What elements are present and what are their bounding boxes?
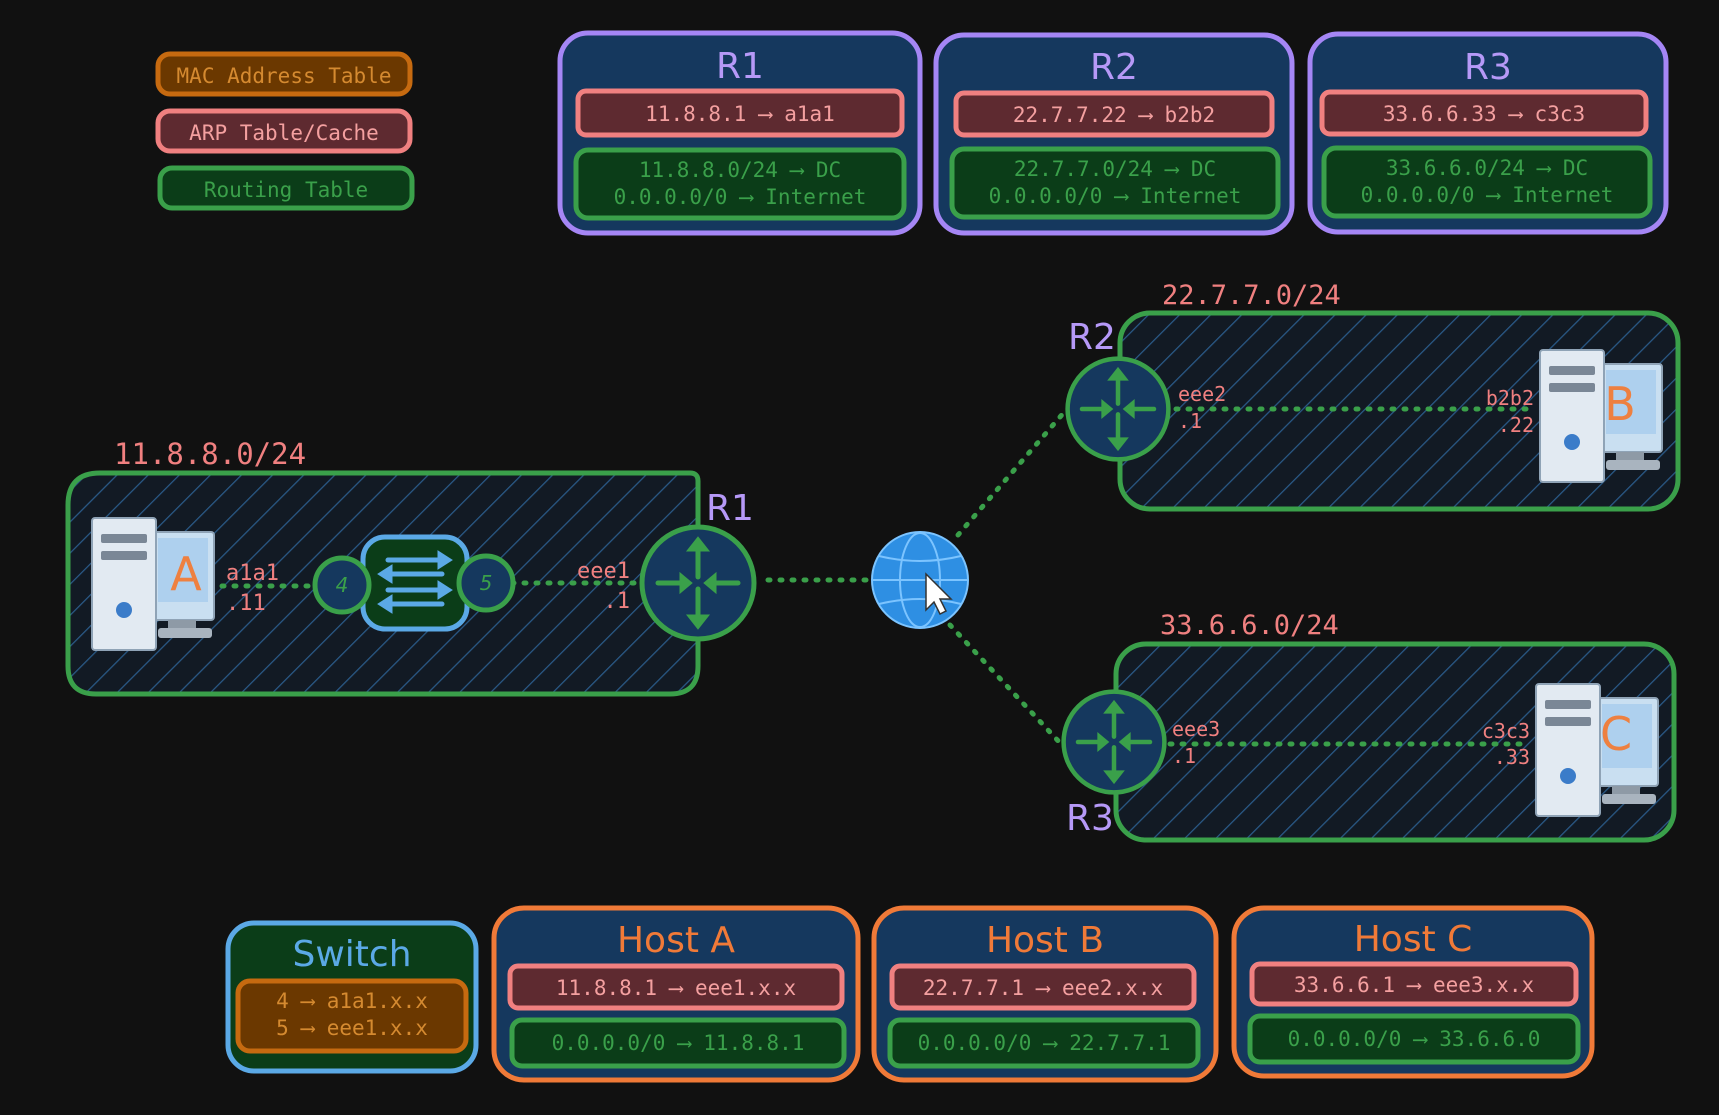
legend-routing-box bbox=[157, 165, 415, 211]
switch-port-label: 4 bbox=[336, 573, 349, 597]
router-r3-label: R3 bbox=[1066, 798, 1114, 839]
legend: MAC Address Table ARP Table/Cache Routin… bbox=[155, 51, 415, 211]
host-table-c: Host C 33.6.6.1 ⟶ eee3.x.x 0.0.0.0/0 ⟶ 3… bbox=[1231, 905, 1595, 1079]
mac-entry: 5 ⟶ eee1.x.x bbox=[276, 1016, 428, 1040]
host-table-title: Host C bbox=[1354, 919, 1473, 960]
r3-mac-label: eee3 bbox=[1172, 717, 1220, 741]
switch-port-4 bbox=[312, 555, 372, 615]
subnet-b: 22.7.7.0/24 bbox=[1117, 280, 1681, 512]
router-r1-label: R1 bbox=[706, 488, 754, 529]
route-entry: 33.6.6.0/24 ⟶ DC bbox=[1386, 156, 1588, 180]
switch-table: Switch 4 ⟶ a1a1.x.x 5 ⟶ eee1.x.x bbox=[225, 920, 479, 1074]
arp-table bbox=[1249, 961, 1579, 1007]
host-table-a: Host A 11.8.8.1 ⟶ eee1.x.x 0.0.0.0/0 ⟶ 1… bbox=[491, 905, 861, 1083]
host-table-title: Host A bbox=[617, 920, 735, 961]
switch-port-label: 5 bbox=[480, 571, 493, 595]
router-table-title: R2 bbox=[1090, 47, 1138, 88]
arp-entry: 33.6.6.33 ⟶ c3c3 bbox=[1383, 102, 1585, 126]
links bbox=[219, 406, 1539, 748]
host-a-ip-label: .11 bbox=[226, 591, 266, 616]
host-a-mac-label: a1a1 bbox=[226, 561, 279, 586]
router-table-r2: R2 22.7.7.22 ⟶ b2b2 22.7.7.0/24 ⟶ DC 0.0… bbox=[933, 32, 1295, 236]
route-entry: 0.0.0.0/0 ⟶ Internet bbox=[614, 185, 867, 209]
arp-table bbox=[575, 88, 905, 138]
routing-table bbox=[509, 1017, 847, 1069]
route-entry: 0.0.0.0/0 ⟶ Internet bbox=[989, 184, 1242, 208]
route-entry: 0.0.0.0/0 ⟶ 11.8.8.1 bbox=[552, 1031, 805, 1055]
host-b-ip-label: .22 bbox=[1498, 413, 1534, 437]
arp-entry: 11.8.8.1 ⟶ eee1.x.x bbox=[556, 976, 796, 1000]
router-table-title: R1 bbox=[716, 46, 764, 87]
r3-ip-label: .1 bbox=[1172, 744, 1196, 768]
legend-mac-label: MAC Address Table bbox=[177, 64, 392, 88]
arp-table bbox=[889, 963, 1197, 1011]
arp-entry: 11.8.8.1 ⟶ a1a1 bbox=[645, 102, 835, 126]
router-table-r3: R3 33.6.6.33 ⟶ c3c3 33.6.6.0/24 ⟶ DC 0.0… bbox=[1307, 31, 1669, 235]
arp-table bbox=[953, 90, 1275, 138]
route-entry: 0.0.0.0/0 ⟶ 22.7.7.1 bbox=[918, 1031, 1171, 1055]
routing-table bbox=[949, 146, 1281, 220]
legend-arp-label: ARP Table/Cache bbox=[189, 121, 379, 145]
r1-ip-label: .1 bbox=[604, 589, 631, 614]
router-table-title: R3 bbox=[1464, 47, 1512, 88]
arp-entry: 22.7.7.22 ⟶ b2b2 bbox=[1013, 103, 1215, 127]
r1-mac-label: eee1 bbox=[577, 559, 630, 584]
host-c-letter: C bbox=[1600, 707, 1632, 761]
arp-entry: 22.7.7.1 ⟶ eee2.x.x bbox=[923, 976, 1163, 1000]
mac-table bbox=[235, 978, 469, 1054]
router-r1-icon bbox=[642, 527, 754, 639]
route-entry: 22.7.7.0/24 ⟶ DC bbox=[1014, 157, 1216, 181]
subnet-label: 33.6.6.0/24 bbox=[1160, 610, 1339, 641]
cursor-icon bbox=[925, 572, 953, 616]
host-b-computer-icon bbox=[1539, 349, 1663, 483]
link-internet-r2 bbox=[955, 407, 1069, 538]
globe-icon bbox=[871, 531, 969, 629]
routing-table bbox=[887, 1017, 1201, 1069]
legend-routing-label: Routing Table bbox=[204, 178, 368, 202]
subnet-label: 22.7.7.0/24 bbox=[1162, 280, 1341, 311]
routing-table bbox=[1321, 145, 1653, 219]
routing-table bbox=[573, 147, 907, 221]
host-c-computer-icon bbox=[1535, 683, 1659, 817]
legend-arp-box bbox=[155, 108, 413, 154]
mac-entry: 4 ⟶ a1a1.x.x bbox=[276, 989, 428, 1013]
switch-port-5 bbox=[456, 553, 516, 613]
legend-mac-box bbox=[155, 51, 413, 97]
host-c-mac-label: c3c3 bbox=[1482, 719, 1530, 743]
host-b-mac-label: b2b2 bbox=[1486, 386, 1534, 410]
host-b-letter: B bbox=[1604, 377, 1636, 431]
host-a-letter: A bbox=[170, 547, 202, 601]
arp-entry: 33.6.6.1 ⟶ eee3.x.x bbox=[1294, 973, 1534, 997]
switch-table-title: Switch bbox=[292, 934, 411, 975]
router-r2-label: R2 bbox=[1068, 317, 1116, 358]
r2-ip-label: .1 bbox=[1178, 409, 1202, 433]
r2-mac-label: eee2 bbox=[1178, 382, 1226, 406]
route-entry: 0.0.0.0/0 ⟶ 33.6.6.0 bbox=[1288, 1027, 1541, 1051]
host-c-ip-label: .33 bbox=[1494, 745, 1530, 769]
router-r3-icon bbox=[1064, 692, 1165, 793]
route-entry: 0.0.0.0/0 ⟶ Internet bbox=[1361, 183, 1614, 207]
link-internet-r3 bbox=[947, 622, 1065, 748]
subnet-label: 11.8.8.0/24 bbox=[114, 437, 306, 471]
route-entry: 11.8.8.0/24 ⟶ DC bbox=[639, 158, 841, 182]
arp-table bbox=[1319, 89, 1649, 137]
host-table-title: Host B bbox=[986, 920, 1104, 961]
routing-table bbox=[1247, 1013, 1581, 1065]
arp-table bbox=[507, 963, 845, 1011]
host-table-b: Host B 22.7.7.1 ⟶ eee2.x.x 0.0.0.0/0 ⟶ 2… bbox=[871, 905, 1219, 1083]
router-table-r1: R1 11.8.8.1 ⟶ a1a1 11.8.8.0/24 ⟶ DC 0.0.… bbox=[557, 30, 923, 236]
router-r2-icon bbox=[1068, 359, 1169, 460]
switch-icon bbox=[360, 534, 470, 632]
